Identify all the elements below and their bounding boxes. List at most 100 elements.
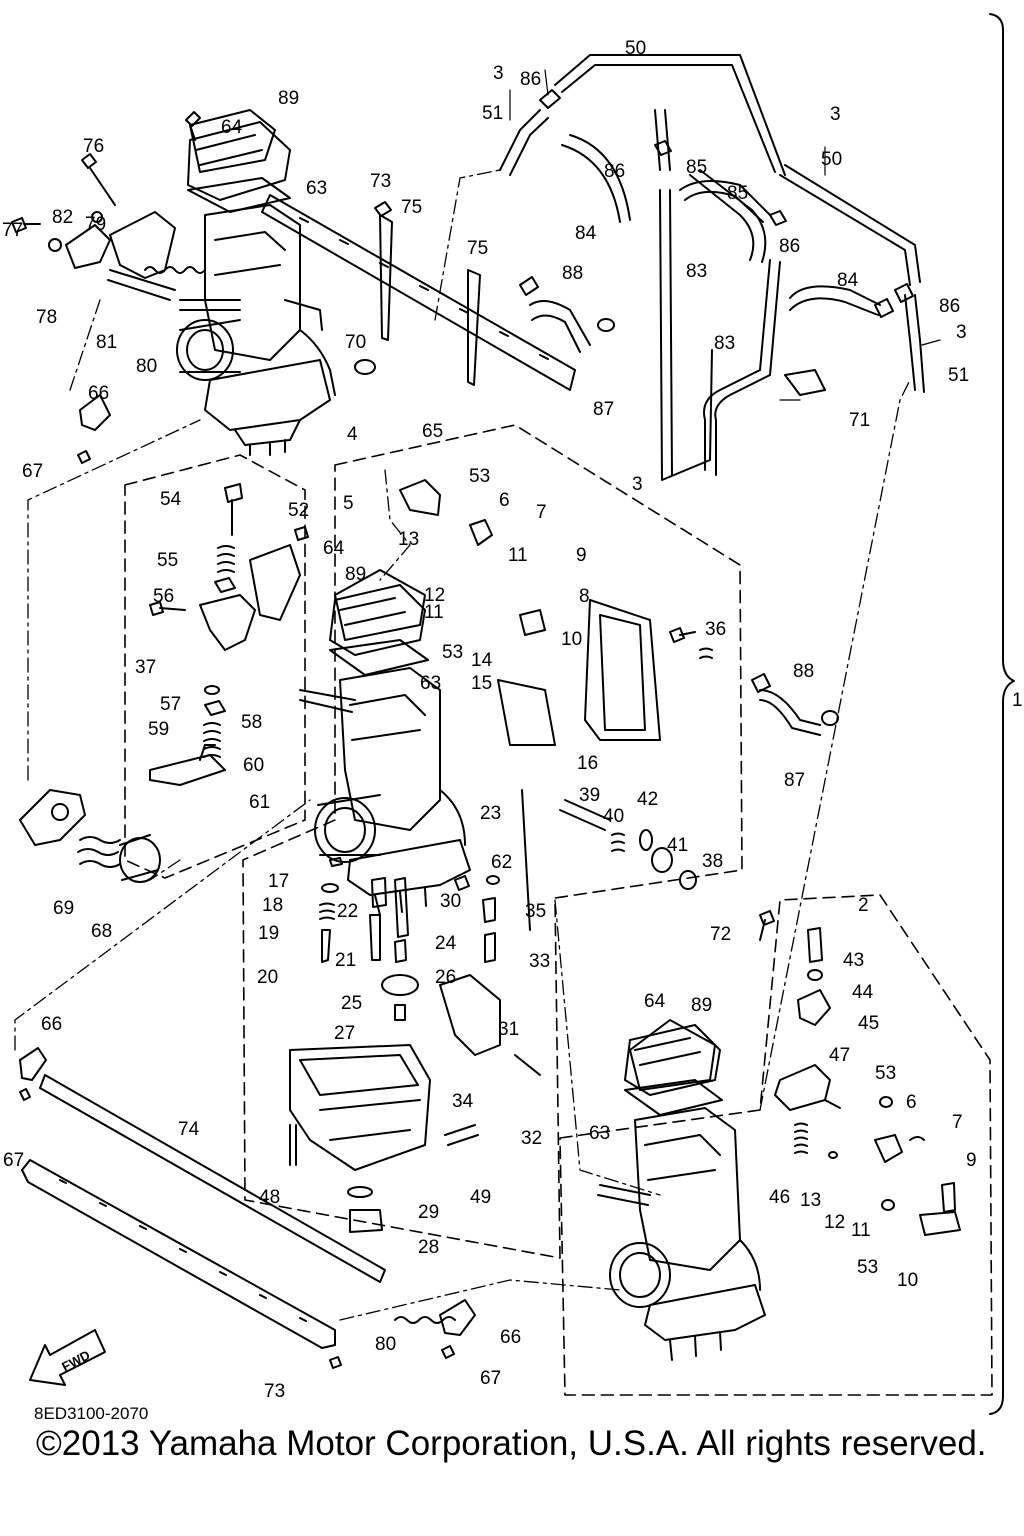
part-number-label: 76 bbox=[83, 136, 104, 157]
part-number-label: 10 bbox=[561, 629, 582, 650]
part-number-label: 62 bbox=[491, 852, 512, 873]
assembly-bracket bbox=[989, 13, 1015, 1415]
part-number-label: 9 bbox=[966, 1150, 977, 1171]
part-number-label: 14 bbox=[471, 650, 493, 671]
part-number-label: 89 bbox=[345, 564, 366, 585]
part-number-label: 80 bbox=[375, 1334, 396, 1355]
part-number-label: 54 bbox=[160, 489, 182, 510]
fwd-arrow bbox=[29, 1329, 106, 1386]
part-number-label: 66 bbox=[500, 1327, 521, 1348]
part-number-label: 89 bbox=[691, 995, 712, 1016]
part-number-label: 4 bbox=[347, 424, 358, 445]
part-number-label: 64 bbox=[221, 117, 243, 138]
part-number-label: 65 bbox=[422, 421, 443, 442]
part-number-label: 83 bbox=[686, 261, 707, 282]
top-carburetor bbox=[176, 121, 336, 456]
part-number-label: 22 bbox=[337, 901, 358, 922]
part-number-label: 27 bbox=[334, 1023, 355, 1044]
part-number-label: 79 bbox=[85, 214, 106, 235]
link-plate bbox=[21, 1159, 336, 1349]
part-number-label: 17 bbox=[268, 871, 289, 892]
part-number-label: 11 bbox=[424, 602, 444, 623]
part-number-label: 86 bbox=[779, 236, 800, 257]
part-number-label: 57 bbox=[160, 694, 181, 715]
part-number-label: 69 bbox=[53, 898, 74, 919]
part-number-label: 85 bbox=[686, 157, 707, 178]
assembly-outline-3 bbox=[124, 424, 993, 1396]
fwd-label: FWD bbox=[59, 1347, 92, 1374]
part-number-label: 9 bbox=[576, 545, 587, 566]
part-number-label: 67 bbox=[480, 1368, 501, 1389]
part-number-label: 53 bbox=[442, 642, 463, 663]
part-number-label: 46 bbox=[769, 1187, 790, 1208]
part-number-label: 41 bbox=[667, 835, 688, 856]
part-number-label: 75 bbox=[401, 197, 422, 218]
part-number-label: 18 bbox=[262, 895, 283, 916]
part-number-label: 15 bbox=[471, 673, 492, 694]
part-number-label: 36 bbox=[705, 619, 726, 640]
part-number-label: 82 bbox=[52, 207, 73, 228]
part-number-label: 1 bbox=[1012, 690, 1023, 711]
part-number-label: 38 bbox=[702, 851, 723, 872]
part-number-label: 13 bbox=[800, 1190, 821, 1211]
part-number-label: 83 bbox=[714, 333, 735, 354]
part-number-label: 66 bbox=[41, 1014, 62, 1035]
middle-carburetor bbox=[299, 584, 471, 916]
part-number-label: 16 bbox=[577, 753, 598, 774]
part-number-label: 49 bbox=[470, 1187, 491, 1208]
part-number-label: 63 bbox=[589, 1123, 610, 1144]
part-number-label: 19 bbox=[258, 923, 279, 944]
part-number-label: 70 bbox=[345, 332, 366, 353]
part-number-label: 53 bbox=[875, 1063, 896, 1084]
part-number-label: 67 bbox=[3, 1150, 24, 1171]
leader-lines bbox=[509, 69, 941, 401]
part-number-label: 12 bbox=[424, 585, 445, 606]
part-number-label: 12 bbox=[824, 1212, 845, 1233]
part-number-label: 32 bbox=[521, 1128, 542, 1149]
part-number-label: 81 bbox=[96, 332, 117, 353]
part-number-label: 6 bbox=[499, 490, 510, 511]
part-number-label: 28 bbox=[418, 1237, 439, 1258]
part-number-label: 7 bbox=[536, 502, 547, 523]
part-number-label: 66 bbox=[88, 383, 109, 404]
part-number-label: 87 bbox=[593, 399, 614, 420]
part-number-label: 88 bbox=[793, 661, 814, 682]
part-number-label: 52 bbox=[288, 500, 309, 521]
copyright-notice: ©2013 Yamaha Motor Corporation, U.S.A. A… bbox=[36, 1424, 987, 1463]
part-number-label: 55 bbox=[157, 550, 178, 571]
part-number-label: 35 bbox=[525, 901, 546, 922]
part-number-label: 23 bbox=[480, 803, 501, 824]
part-number-label: 13 bbox=[398, 529, 419, 550]
part-number-label: 5 bbox=[343, 493, 354, 514]
pump-cover-parts bbox=[399, 479, 713, 931]
part-number-label: 50 bbox=[625, 38, 646, 59]
part-number-label: 30 bbox=[440, 891, 461, 912]
part-number-label: 44 bbox=[852, 982, 874, 1003]
part-number-label: 64 bbox=[644, 991, 666, 1012]
part-number-label: 84 bbox=[837, 270, 859, 291]
throttle-shaft-long bbox=[39, 1074, 386, 1283]
part-number-label: 89 bbox=[278, 88, 299, 109]
part-number-label: 88 bbox=[562, 263, 583, 284]
part-number-label: 45 bbox=[858, 1013, 879, 1034]
throttle-shaft-top bbox=[261, 194, 576, 391]
part-number-label: 68 bbox=[91, 921, 112, 942]
part-number-label: 72 bbox=[710, 924, 731, 945]
part-number-label: 24 bbox=[435, 933, 457, 954]
part-number-label: 48 bbox=[259, 1187, 280, 1208]
part-number-label: 60 bbox=[243, 755, 264, 776]
part-number-label: 78 bbox=[36, 307, 57, 328]
part-number-label: 8 bbox=[579, 586, 590, 607]
part-number-label: 7 bbox=[952, 1112, 963, 1133]
vent-hoses bbox=[499, 54, 925, 481]
part-number-label: 64 bbox=[323, 538, 345, 559]
part-number-label: 53 bbox=[857, 1257, 878, 1278]
part-number-label: 37 bbox=[135, 657, 156, 678]
part-number-label: 21 bbox=[335, 950, 356, 971]
float-chamber-parts bbox=[289, 857, 541, 1233]
part-number-label: 67 bbox=[22, 461, 43, 482]
choke-parts bbox=[759, 910, 961, 1236]
part-number-label: 3 bbox=[632, 474, 643, 495]
